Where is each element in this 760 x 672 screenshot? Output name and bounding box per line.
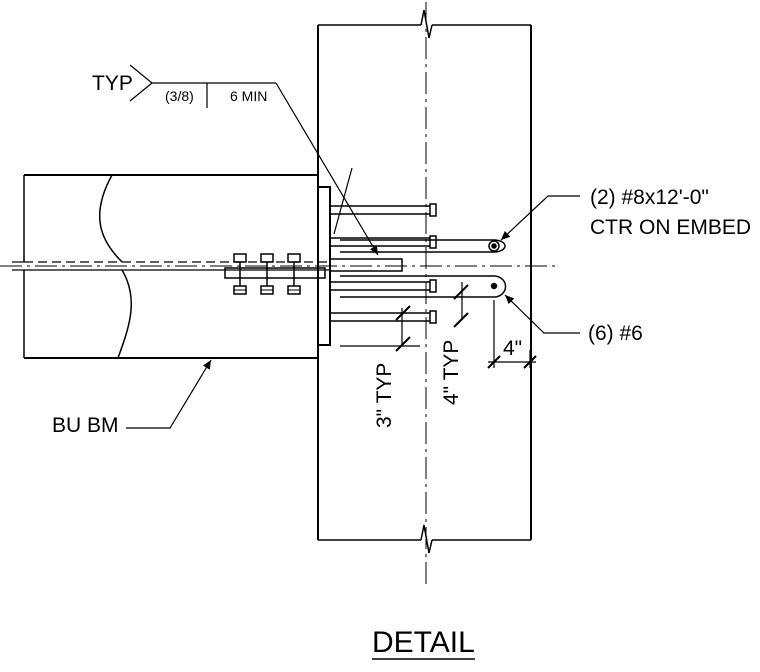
beam-label: BU BM <box>52 414 119 437</box>
rebar-8-hooked <box>340 239 506 253</box>
built-up-beam <box>23 174 318 359</box>
embed-bars-label: (2) #8x12'-0" <box>590 186 709 209</box>
column-bottom-break-line <box>318 524 531 554</box>
edge-dim-text: 4" <box>503 337 522 360</box>
dimension-edge <box>487 300 537 369</box>
leader-lines <box>126 195 580 429</box>
dimension-stud-spacing <box>340 305 420 352</box>
headed-studs <box>330 203 437 324</box>
drawing-title: DETAIL <box>372 626 475 659</box>
weld-size-label: (3/8) <box>165 88 194 104</box>
weld-length-label: 6 MIN <box>230 88 267 104</box>
embed-stiffener <box>329 258 403 272</box>
shear-tab-plate <box>224 267 326 279</box>
rebar-6-hooked <box>340 275 507 298</box>
weld-symbol-text: TYP (3/8) 6 MIN <box>92 72 267 104</box>
bar-spacing-dim-text: 4" TYP <box>440 340 463 405</box>
beam-web-lines <box>12 261 330 271</box>
dimension-bar-spacing <box>453 282 469 328</box>
weld-symbol <box>129 64 379 256</box>
column-top-break-line <box>318 9 531 39</box>
weld-tail-label: TYP <box>92 72 133 95</box>
bolt-group <box>233 253 301 295</box>
embed-location-label: CTR ON EMBED <box>590 216 751 239</box>
stud-spacing-dim-text: 3" TYP <box>373 363 396 428</box>
bars-label: (6) #6 <box>588 322 643 345</box>
